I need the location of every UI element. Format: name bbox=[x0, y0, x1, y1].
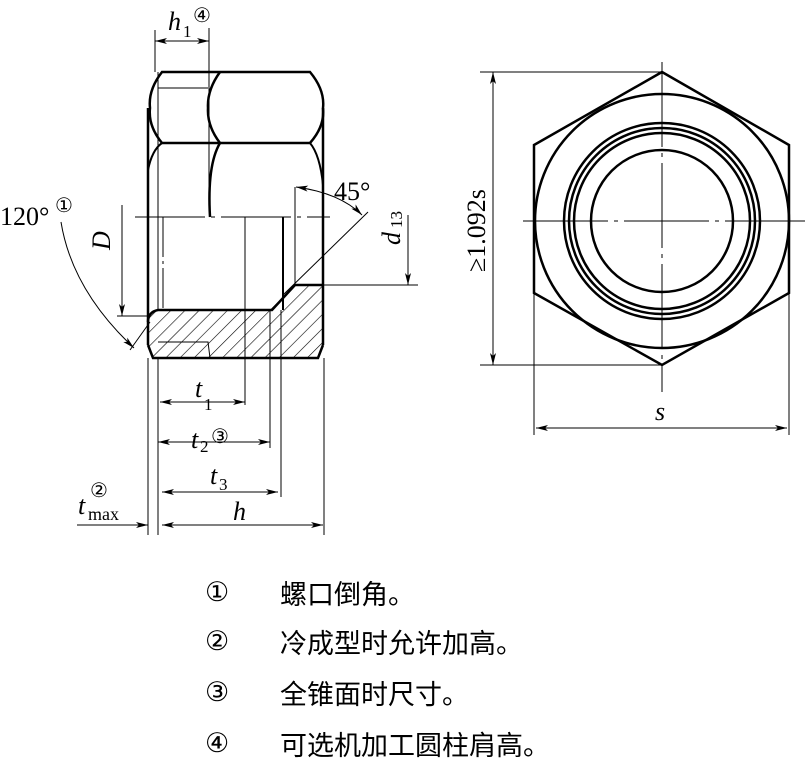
note-ref-4: ④ bbox=[193, 5, 211, 27]
nut-drawing: h 1 ④ 120° ① D 45° d 13 t 1 t 2 ③ t 3 t … bbox=[0, 5, 805, 535]
note-text: 可选机加工圆柱肩高。 bbox=[280, 731, 550, 762]
D-label: D bbox=[87, 231, 116, 251]
note-text: 冷成型时允许加高。 bbox=[280, 629, 523, 660]
note-ref-1: ① bbox=[55, 195, 73, 217]
note-text: 螺口倒角。 bbox=[280, 580, 415, 611]
hatched-section bbox=[148, 285, 323, 358]
s-label: s bbox=[655, 397, 665, 426]
t2-label: t bbox=[191, 425, 199, 454]
note-item: ② 冷成型时允许加高。 bbox=[205, 622, 523, 661]
t1-label: t bbox=[195, 374, 203, 403]
note-number: ④ bbox=[205, 728, 230, 759]
h1-label: h bbox=[168, 7, 181, 36]
note-item: ③ 全锥面时尺寸。 bbox=[205, 673, 469, 712]
note-text: 全锥面时尺寸。 bbox=[280, 680, 469, 711]
top-view bbox=[480, 62, 805, 435]
side-view bbox=[60, 28, 418, 535]
across-corners-label: ≥1.092s bbox=[462, 189, 491, 272]
note-ref-3: ③ bbox=[211, 426, 229, 448]
tmax-subscript: max bbox=[88, 504, 119, 524]
note-ref-2: ② bbox=[90, 480, 108, 502]
angle-45-label: 45° bbox=[334, 177, 370, 206]
note-number: ③ bbox=[205, 677, 230, 708]
h-label: h bbox=[233, 497, 246, 526]
tmax-label: t bbox=[78, 491, 86, 520]
t3-subscript: 3 bbox=[219, 475, 228, 494]
t3-label: t bbox=[210, 461, 218, 490]
t2-subscript: 2 bbox=[200, 437, 209, 456]
h1-subscript: 1 bbox=[183, 22, 192, 41]
note-item: ④ 可选机加工圆柱肩高。 bbox=[205, 724, 550, 763]
note-item: ① 螺口倒角。 bbox=[205, 573, 415, 612]
note-number: ① bbox=[205, 577, 230, 608]
d13-label: d bbox=[377, 231, 406, 245]
hex-top-band bbox=[148, 70, 325, 145]
d13-subscript: 13 bbox=[387, 211, 406, 228]
angle-120-label: 120° bbox=[0, 202, 49, 231]
note-number: ② bbox=[205, 626, 230, 657]
t1-subscript: 1 bbox=[204, 395, 213, 414]
